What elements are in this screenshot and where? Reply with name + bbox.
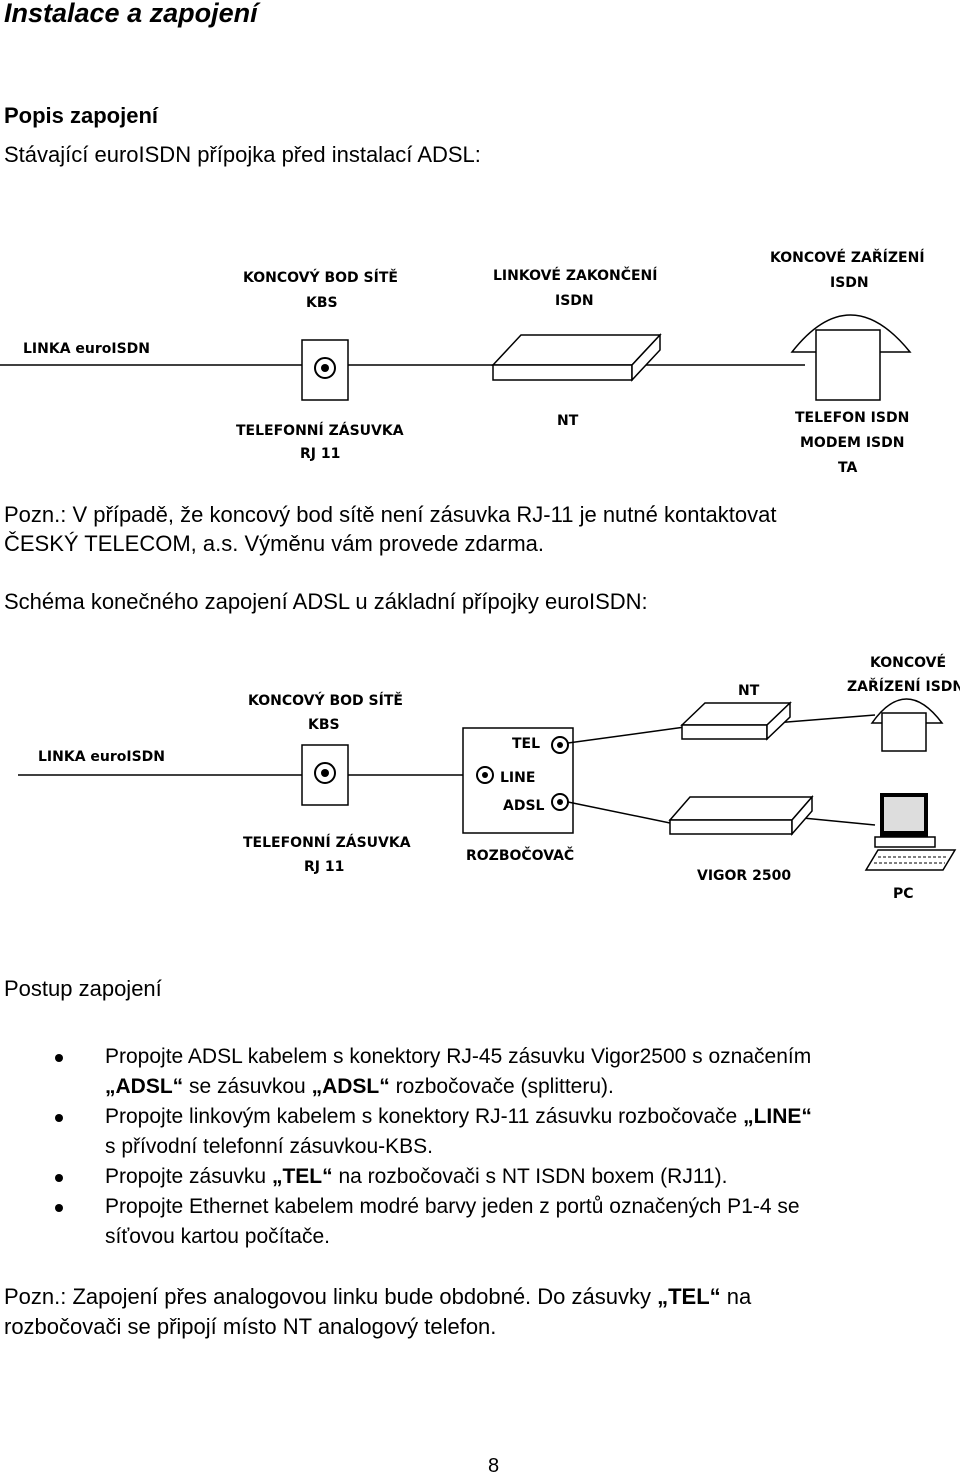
kbs-label-1: KONCOVÝ BOD SÍTĚ	[248, 691, 403, 709]
section-heading-popis: Popis zapojení	[4, 103, 159, 128]
section-heading-schema: Schéma konečného zapojení ADSL u základn…	[4, 589, 648, 614]
nt-top-label-2: ISDN	[555, 293, 594, 309]
nt-label: NT	[557, 413, 579, 429]
diagram-existing-isdn: KONCOVÝ BOD SÍTĚ KBS LINKOVÉ ZAKONČENÍ I…	[0, 249, 925, 476]
list-item-4-line1: Propojte Ethernet kabelem modré barvy je…	[105, 1195, 800, 1218]
socket-label-1: TELEFONNÍ ZÁSUVKA	[243, 834, 411, 851]
kbs-label-2: KBS	[306, 295, 338, 311]
nt-label: NT	[738, 683, 760, 699]
socket-label-2: RJ 11	[300, 446, 340, 462]
te-top-label-1: KONCOVÉ ZAŘÍZENÍ	[770, 249, 925, 266]
note1-line1: Pozn.: V případě, že koncový bod sítě ne…	[4, 502, 777, 527]
list-item-2-line1: Propojte linkovým kabelem s konektory RJ…	[105, 1105, 812, 1128]
bullet-icon	[55, 1204, 63, 1212]
isdn-phone-icon	[870, 698, 944, 752]
section-subheading-stavajici: Stávající euroISDN přípojka před instala…	[4, 142, 481, 167]
line-label: LINKA euroISDN	[38, 749, 165, 765]
splitter-line-label: LINE	[500, 770, 535, 786]
bullet-icon	[55, 1174, 63, 1182]
list-item-1-line1: Propojte ADSL kabelem s konektory RJ-45 …	[105, 1045, 812, 1068]
bullet-icon	[55, 1054, 63, 1062]
list-item-4-line2: síťovou kartou počítače.	[105, 1225, 331, 1248]
te-top-label-2: ISDN	[830, 275, 869, 291]
splitter-adsl-label: ADSL	[503, 798, 545, 814]
list-item-2-line2: s přívodní telefonní zásuvkou-KBS.	[105, 1135, 434, 1158]
socket-label-2: RJ 11	[304, 859, 344, 875]
diagram-final-adsl: KONCOVÝ BOD SÍTĚ KBS LINKA euroISDN NT K…	[18, 654, 960, 902]
line-label: LINKA euroISDN	[23, 341, 150, 357]
list-item-3-line1: Propojte zásuvku „TEL“ na rozbočovači s …	[105, 1165, 728, 1188]
kbs-label-1: KONCOVÝ BOD SÍTĚ	[243, 268, 398, 286]
bullet-icon	[55, 1114, 63, 1122]
vigor-label: VIGOR 2500	[697, 868, 791, 884]
nt-box-icon	[680, 701, 792, 741]
te-bottom-label-3: TA	[838, 460, 857, 476]
note2-line1: Pozn.: Zapojení přes analogovou linku bu…	[4, 1284, 752, 1309]
section-heading-postup: Postup zapojení	[4, 976, 162, 1001]
te-bottom-label-1: TELEFON ISDN	[795, 410, 909, 426]
te-label-1: KONCOVÉ	[870, 654, 946, 671]
te-bottom-label-2: MODEM ISDN	[800, 435, 904, 451]
page-title: Instalace a zapojení	[4, 0, 258, 28]
nt-box-icon	[491, 333, 662, 382]
page-number: 8	[488, 1455, 500, 1477]
socket-label-1: TELEFONNÍ ZÁSUVKA	[236, 422, 404, 439]
isdn-phone-icon	[790, 314, 912, 401]
pc-label: PC	[893, 886, 914, 902]
kbs-label-2: KBS	[308, 717, 340, 733]
vigor-router-icon	[668, 794, 814, 837]
note2-line2: rozbočovači se připojí místo NT analogov…	[4, 1314, 497, 1339]
splitter-tel-label: TEL	[512, 736, 540, 752]
note1-line2: ČESKÝ TELECOM, a.s. Výměnu vám provede z…	[4, 531, 545, 556]
pc-icon	[864, 793, 957, 871]
list-item-1-line2: „ADSL“ se zásuvkou „ADSL“ rozbočovače (s…	[105, 1075, 614, 1098]
nt-top-label-1: LINKOVÉ ZAKONČENÍ	[493, 266, 657, 284]
splitter-name-label: ROZBOČOVAČ	[466, 846, 574, 864]
te-label-2: ZAŘÍZENÍ ISDN	[847, 678, 960, 695]
